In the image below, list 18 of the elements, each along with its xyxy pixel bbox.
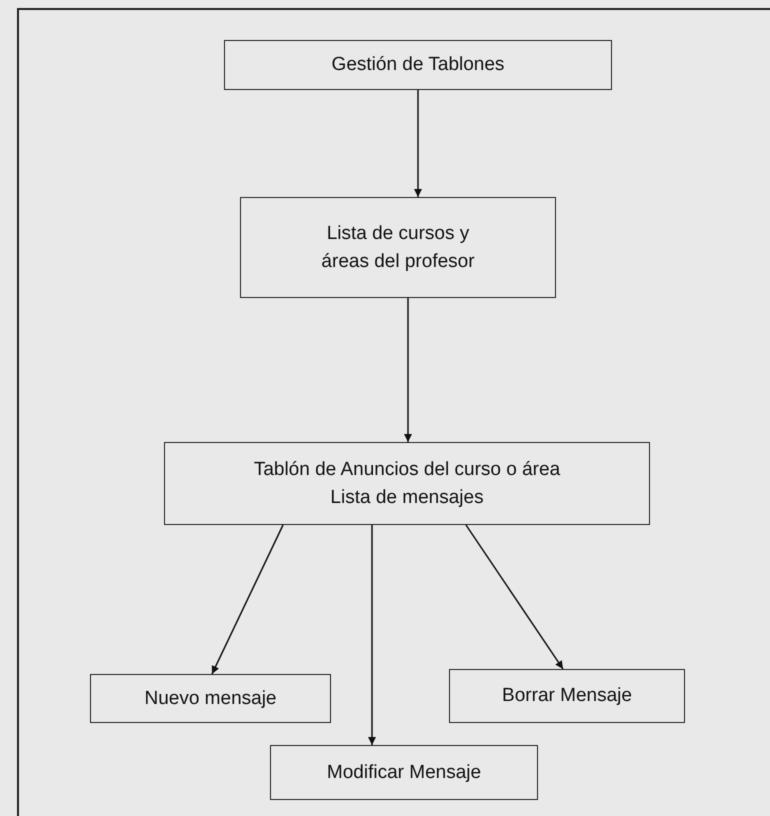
box-label: Gestión de Tablones <box>332 53 504 78</box>
arrow <box>368 525 376 745</box>
process-box <box>240 197 556 298</box>
box-label: Nuevo mensaje <box>144 686 277 711</box>
arrow <box>465 524 564 670</box>
box-label: Borrar Mensaje <box>502 684 632 708</box>
process-box <box>270 745 538 800</box>
box-label: Tablón de Anuncios del curso o área <box>254 458 560 482</box>
process-box <box>449 669 685 723</box>
box-label: Lista de mensajes <box>330 486 484 510</box>
box-label: Lista de cursos y áreas del profesor <box>320 222 476 274</box>
process-box <box>90 674 331 723</box>
arrow <box>211 524 284 674</box>
process-box <box>224 40 612 90</box>
arrow <box>404 298 412 442</box>
arrow <box>414 90 422 197</box>
process-box <box>164 442 650 525</box>
box-label: Modificar Mensaje <box>326 760 482 785</box>
